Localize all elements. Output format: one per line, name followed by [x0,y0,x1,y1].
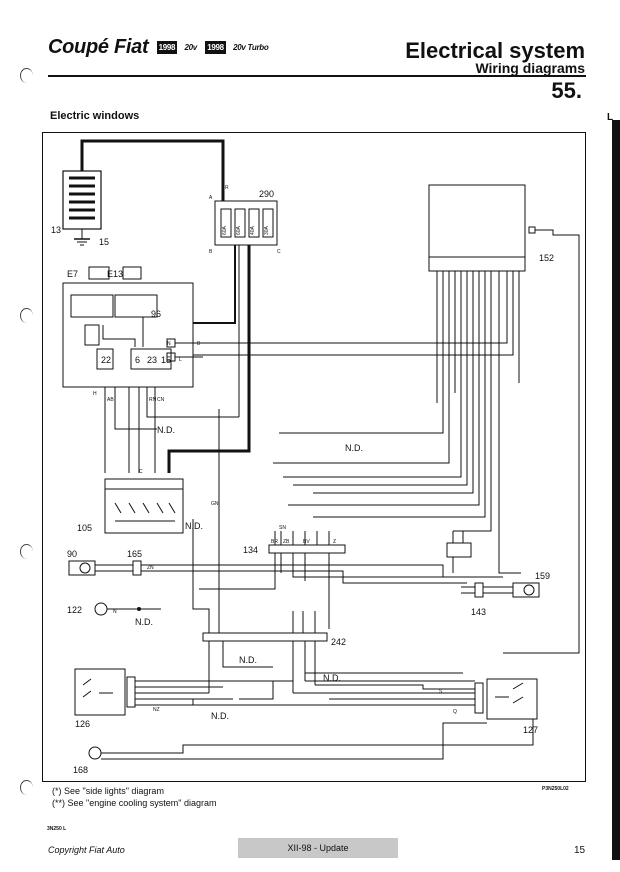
note-side-lights: (*) See "side lights" diagram [52,786,164,796]
fuse-3: 40A [250,225,256,235]
wire-zn: ZN [147,565,154,571]
nd-label-1: N.D. [157,425,175,435]
wire-sn: SN [279,525,286,531]
relay-23: 23 [147,355,157,365]
wire-z: Z [333,539,336,545]
label-152: 152 [539,253,554,263]
label-96: 96 [151,309,161,319]
diagram-subtitle: Electric windows [50,110,140,122]
label-126: 126 [75,719,90,729]
label-127: 127 [523,725,538,735]
switch-127 [474,678,538,720]
brand-name: Coupé Fiat [48,36,149,58]
edge-letter: L [607,112,614,123]
fuse-1: 60A [222,225,228,235]
variant-1: 20v [184,43,197,53]
nd-label-3: N.D. [185,521,203,531]
nd-label-6: N.D. [323,673,341,683]
fuse-box-290 [214,200,278,246]
label-e13: E13 [107,269,123,279]
wiring-diagram: 13 15 290 152 E7 E13 96 105 134 90 165 1… [51,139,580,775]
label-168: 168 [73,765,88,775]
binder-mark [20,544,33,559]
fuse-2: 60A [236,225,242,235]
margin-code: 3N250 L [47,826,67,832]
section-title: Electrical system [405,38,585,63]
wire-br: BR [271,539,278,545]
note-engine-cooling: (**) See "engine cooling system" diagram [52,798,217,808]
wire-gn: GN [211,501,219,507]
diagram-frame: 13 15 290 152 E7 E13 96 105 134 90 165 1… [42,132,586,782]
label-242: 242 [331,637,346,647]
nd-label-2: N.D. [345,443,363,453]
relay-6: 6 [135,355,140,365]
switch-126 [74,668,136,716]
motor-90 [68,560,142,576]
wire-c: C [139,469,143,475]
relay-22: 22 [101,355,111,365]
wire-l: L [179,357,182,363]
page-code: 55. [551,78,582,103]
wire-nz: NZ [153,707,160,713]
page-edge [612,120,620,860]
wire-q: Q [453,709,457,715]
binder-mark [20,68,33,83]
connector-n-96: N [167,341,171,347]
fuse-4: 30A [264,225,270,235]
page-number: 15 [574,845,586,856]
label-159: 159 [535,571,550,581]
motor-159 [474,582,540,598]
label-105: 105 [77,523,92,533]
wire-s: S [439,689,443,695]
variant-2: 20v Turbo [233,43,269,53]
control-unit-152 [428,184,580,654]
label-13: 13 [51,225,61,235]
label-290: 290 [259,189,274,199]
nd-label-5: N.D. [239,655,257,665]
wire-n: N [113,609,117,615]
connector-h: H [93,391,97,397]
year-badge: 1998 [156,41,178,55]
battery-13 [62,170,102,246]
wire-rn: RN [149,397,157,403]
connector-105 [104,478,184,534]
wire-bv: BV [303,539,310,545]
label-165: 165 [127,549,142,559]
relay-15: 15 [161,355,171,365]
connector-c-290: C [277,249,281,255]
binder-mark [20,780,33,795]
wire-b: B [197,341,201,347]
wire-ab: AB [107,397,114,403]
wire-r: R [225,185,229,191]
label-134: 134 [243,545,258,555]
label-122: 122 [67,605,82,615]
update-badge: XII-98 - Update [238,838,398,858]
label-143: 143 [471,607,486,617]
brand-title: Coupé Fiat 1998 20v 1998 20v Turbo [48,36,269,59]
connector-b-290: B [209,249,213,255]
year-badge-2: 1998 [205,41,226,55]
section-subtitle: Wiring diagrams [475,60,585,76]
nd-label-7: N.D. [211,711,229,721]
binder-mark [20,308,33,323]
wire-zb: ZB [283,539,290,545]
drawing-code: P3N250L02 [542,786,569,792]
switch-block-96 [62,266,194,388]
nd-label-4: N.D. [135,617,153,627]
label-90: 90 [67,549,77,559]
label-15: 15 [99,237,109,247]
label-e7: E7 [67,269,78,279]
connector-a-290: A [209,195,213,201]
copyright-text: Copyright Fiat Auto [48,845,125,855]
header-rule [48,75,586,77]
wire-cn: CN [157,397,165,403]
